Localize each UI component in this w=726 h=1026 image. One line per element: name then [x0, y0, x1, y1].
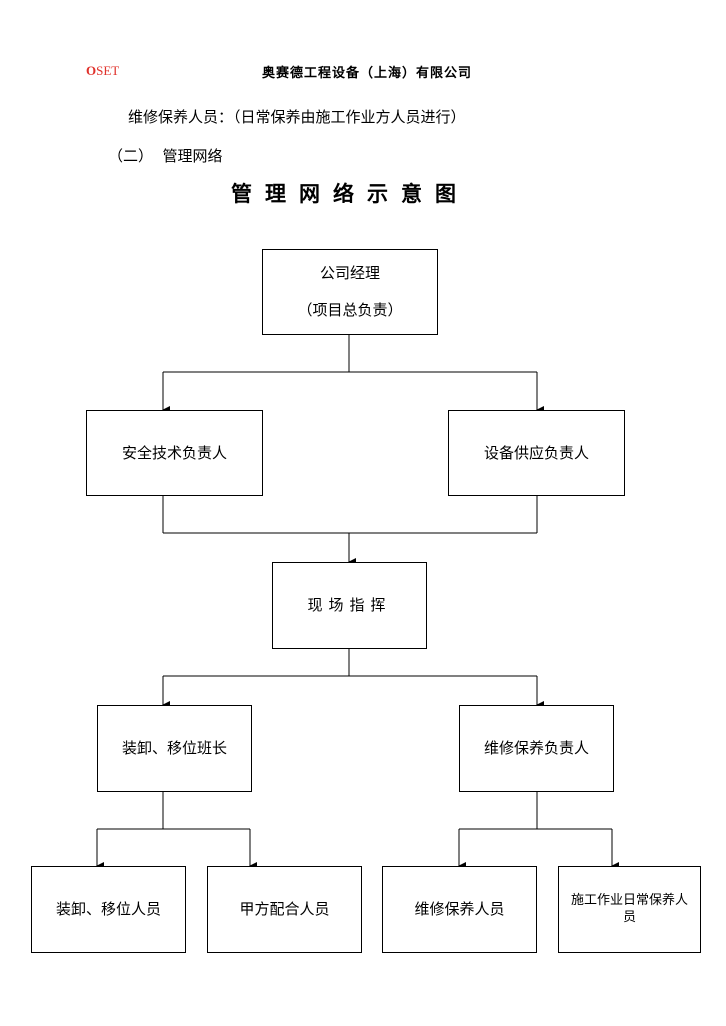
- node-loading-team-lead-label: 装卸、移位班长: [121, 739, 227, 758]
- node-company-manager-sub: （项目总负责）: [297, 301, 403, 319]
- node-safety-tech-lead-label: 安全技术负责人: [121, 443, 227, 462]
- node-maintenance-staff: 维修保养人员: [382, 866, 537, 953]
- node-company-manager-label: 公司经理: [319, 264, 380, 283]
- node-contractor-maintenance-staff-label: 施工作业日常保养人员: [570, 893, 688, 925]
- maintenance-staff-line: 维修保养人员：（日常保养由施工作业方人员进行）: [128, 108, 466, 126]
- company-logo: OSET: [86, 63, 120, 78]
- node-maintenance-lead-label: 维修保养负责人: [483, 739, 589, 758]
- node-equipment-supply-lead-label: 设备供应负责人: [483, 443, 589, 462]
- section-heading: （二） 管理网络: [108, 147, 223, 165]
- company-name: 奥赛德工程设备（上海）有限公司: [262, 66, 473, 81]
- node-site-command-label: 现场指挥: [307, 596, 392, 615]
- node-contractor-maintenance-staff: 施工作业日常保养人员: [558, 866, 701, 953]
- diagram-title: 管理网络示意图: [231, 182, 469, 206]
- node-maintenance-lead: 维修保养负责人: [459, 705, 614, 792]
- node-safety-tech-lead: 安全技术负责人: [86, 410, 263, 496]
- node-maintenance-staff-label: 维修保养人员: [414, 900, 505, 919]
- node-company-manager: 公司经理 （项目总负责）: [262, 249, 438, 335]
- node-loading-team-lead: 装卸、移位班长: [97, 705, 252, 792]
- node-party-a-staff: 甲方配合人员: [207, 866, 362, 953]
- node-loading-staff: 装卸、移位人员: [31, 866, 186, 953]
- node-site-command: 现场指挥: [272, 562, 427, 649]
- node-loading-staff-label: 装卸、移位人员: [55, 900, 161, 919]
- node-equipment-supply-lead: 设备供应负责人: [448, 410, 625, 496]
- node-party-a-staff-label: 甲方配合人员: [239, 900, 330, 919]
